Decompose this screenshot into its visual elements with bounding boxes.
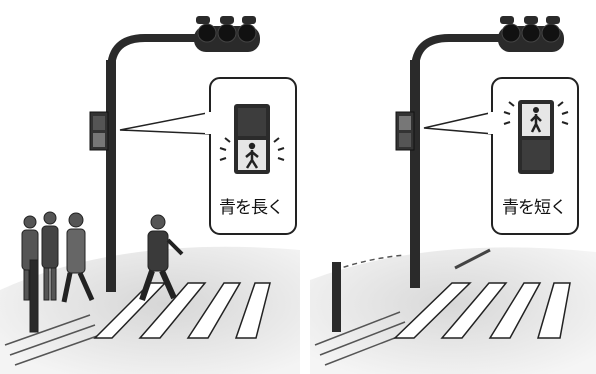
- left-signal-arm: [111, 38, 200, 70]
- left-caption: 青を長く: [219, 193, 283, 218]
- right-signal-arm: [415, 38, 505, 70]
- right-caption: 青を短く: [502, 193, 566, 218]
- right-pedestrian-signal-icon: [396, 112, 414, 150]
- right-traffic-light-icon: [498, 16, 564, 52]
- left-signal-pole: [106, 60, 116, 292]
- left-callout-pointer: [120, 112, 212, 134]
- left-pedestrian-signal-icon: [90, 112, 108, 150]
- right-post: [332, 262, 341, 332]
- left-traffic-light-icon: [194, 16, 260, 52]
- left-post: [30, 260, 38, 332]
- right-callout-pointer: [424, 112, 494, 134]
- right-callout-join: [488, 112, 496, 134]
- right-signal-pole: [410, 60, 420, 288]
- left-callout-join: [205, 112, 213, 134]
